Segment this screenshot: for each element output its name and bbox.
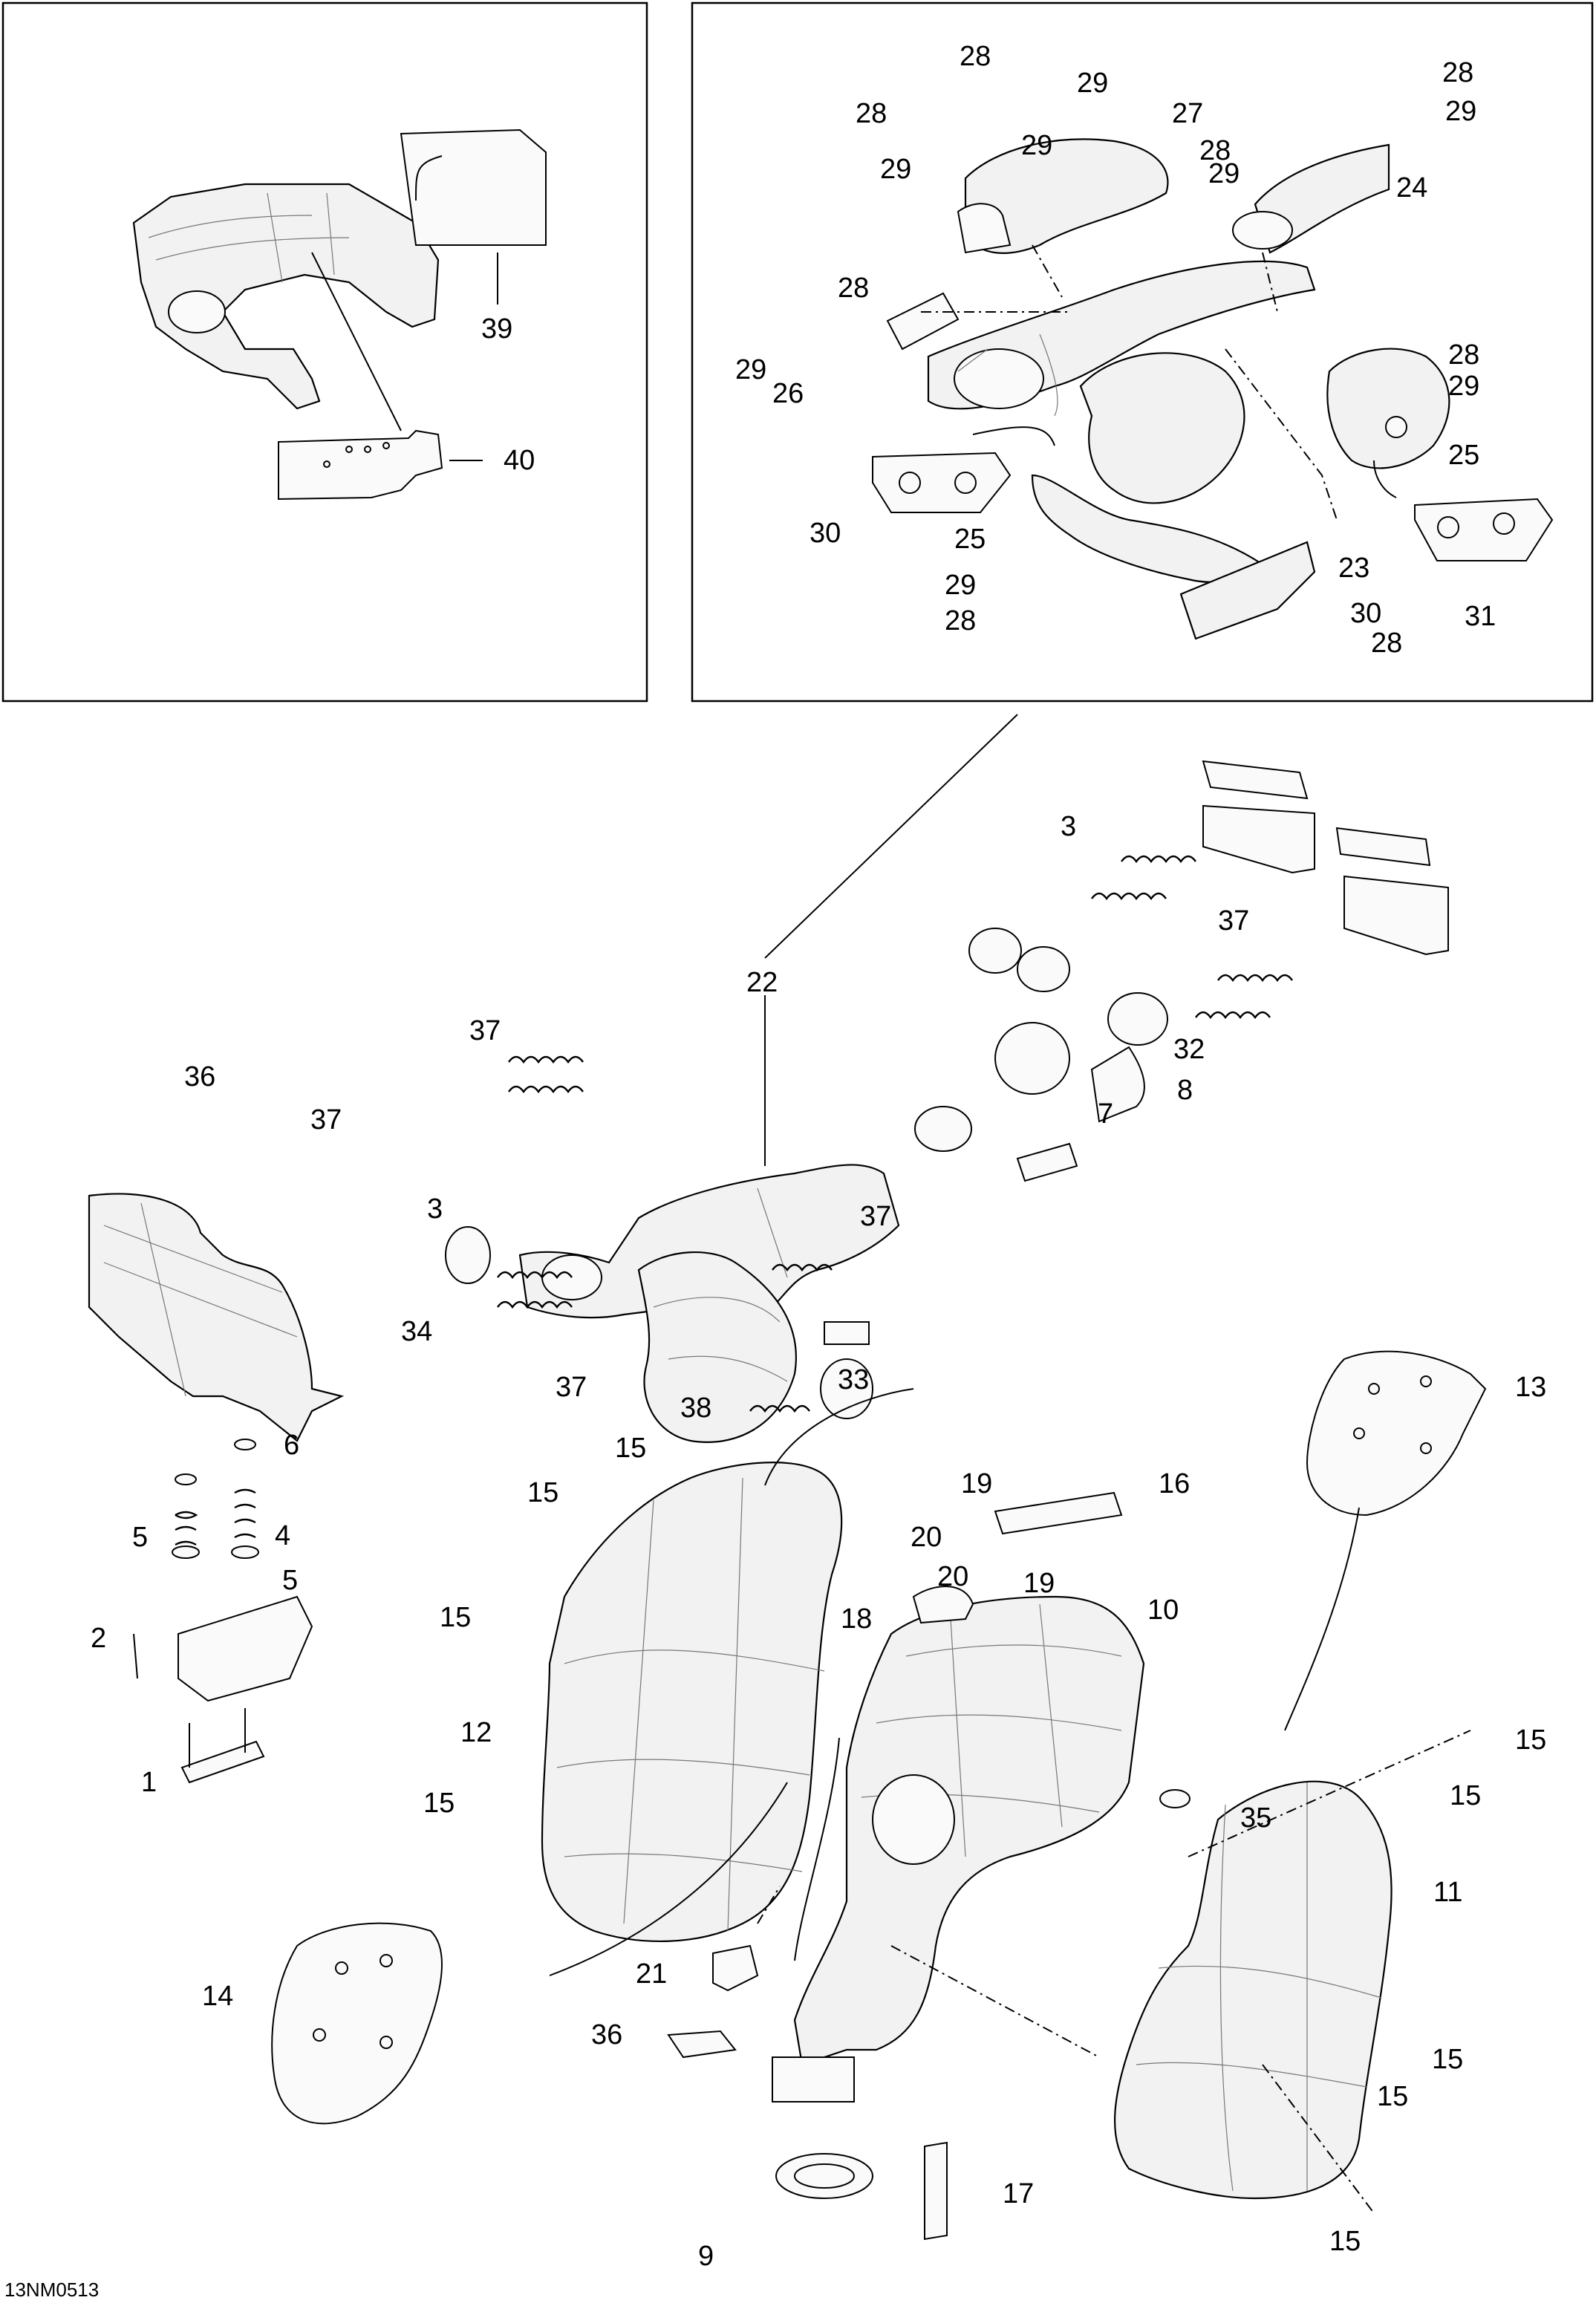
shield-14 — [271, 1922, 443, 2125]
callout-36: 37 — [310, 1104, 342, 1136]
callout-6: 6 — [284, 1430, 299, 1461]
callout-37: 37 — [469, 1015, 501, 1046]
callout-28: 28 — [1448, 339, 1479, 371]
callout-20: 20 — [911, 1522, 942, 1553]
callout-26: 26 — [772, 378, 804, 409]
callout-23: 23 — [1338, 553, 1369, 584]
callout-1: 1 — [141, 1767, 157, 1798]
callout-29: 29 — [735, 354, 766, 385]
callout-17: 17 — [1003, 2178, 1034, 2209]
callout-18: 18 — [841, 1603, 872, 1635]
callout-15: 15 — [1377, 2081, 1408, 2112]
drawing-code: 13NM0513 — [4, 2279, 99, 2301]
callout-31: 32 — [1173, 1034, 1205, 1065]
callout-2: 2 — [91, 1623, 106, 1654]
callout-21: 21 — [636, 1958, 667, 1990]
callout-15: 15 — [423, 1788, 455, 1819]
callout-33: 34 — [401, 1316, 432, 1347]
callout-30: 30 — [810, 518, 841, 549]
callout-28: 28 — [838, 273, 869, 304]
callout-24: 24 — [1396, 172, 1427, 203]
callout-10: 10 — [1147, 1595, 1179, 1626]
heat-shield-33 — [88, 1193, 345, 1442]
callout-37: 37 — [1218, 905, 1249, 937]
callout-5: 5 — [132, 1522, 148, 1553]
misc-small-parts — [667, 946, 1191, 2241]
callout-7: 7 — [1098, 1098, 1113, 1130]
callout-15: 15 — [1432, 2044, 1463, 2075]
callout-29: 30 — [1350, 598, 1381, 629]
callout-15: 15 — [1515, 1724, 1546, 1756]
shim-plates-40 — [1202, 760, 1449, 956]
cover-plate-39 — [278, 429, 443, 501]
callout-38: 39 — [481, 313, 512, 345]
callout-37: 37 — [860, 1201, 891, 1232]
callout-15: 15 — [440, 1602, 471, 1633]
engine-mount-1-6 — [133, 1439, 313, 1784]
callout-36: 36 — [184, 1061, 215, 1092]
callout-28: 28 — [960, 41, 991, 72]
callout-37: 37 — [556, 1372, 587, 1403]
callout-3: 3 — [1061, 811, 1076, 842]
callout-9: 9 — [698, 2241, 714, 2272]
shield-13 — [1306, 1350, 1487, 1517]
callout-20: 20 — [937, 1561, 968, 1592]
callout-29: 29 — [1021, 130, 1052, 161]
callout-labels: 1 2 3 3 4 5 5 6 7 8 9 10 11 12 13 14 15 … — [91, 41, 1546, 2272]
callout-28: 28 — [1442, 57, 1473, 88]
callout-28: 28 — [856, 98, 887, 129]
callout-15: 15 — [1329, 2226, 1361, 2257]
callout-22: 22 — [746, 967, 778, 998]
callout-30: 31 — [1465, 601, 1496, 632]
callout-29: 29 — [880, 154, 911, 185]
callout-29: 29 — [945, 570, 976, 601]
callout-19: 19 — [961, 1468, 992, 1499]
shield-11 — [1114, 1780, 1393, 2200]
muffler-10 — [772, 1595, 1145, 2199]
callout-32: 33 — [838, 1364, 869, 1395]
callout-35: 36 — [591, 2019, 622, 2051]
callout-37: 38 — [680, 1393, 711, 1424]
callout-28: 28 — [1371, 628, 1402, 659]
callout-29: 29 — [1445, 96, 1476, 127]
callout-14: 14 — [202, 1981, 233, 2012]
shield-12 — [541, 1462, 843, 1943]
callout-29: 29 — [1208, 158, 1240, 189]
callout-29: 29 — [1077, 68, 1108, 99]
callout-15: 15 — [527, 1477, 558, 1508]
callout-39: 40 — [504, 445, 535, 476]
callout-27: 27 — [1172, 98, 1203, 129]
callout-15: 15 — [1450, 1780, 1481, 1811]
detail-frame-left — [1, 1, 648, 703]
callout-11: 11 — [1433, 1877, 1462, 1908]
callout-15: 15 — [615, 1433, 646, 1464]
detail-frame-right — [691, 1, 1594, 703]
callout-25: 25 — [954, 524, 986, 555]
callout-12: 12 — [460, 1717, 492, 1748]
callout-19: 19 — [1023, 1568, 1055, 1599]
callout-16: 16 — [1159, 1468, 1190, 1499]
callout-28: 28 — [945, 605, 976, 636]
callout-4: 4 — [275, 1520, 290, 1551]
tuned-pipe-detail — [872, 138, 1554, 640]
tuned-pipe-22 — [445, 928, 1168, 1443]
springs-37 — [497, 855, 1293, 1413]
callout-8: 8 — [1177, 1075, 1193, 1106]
callout-3: 3 — [427, 1193, 443, 1225]
callout-34: 35 — [1240, 1802, 1271, 1834]
callout-13: 13 — [1515, 1372, 1546, 1403]
callout-29: 29 — [1448, 371, 1479, 402]
heat-shield-38 — [132, 128, 547, 410]
callout-5: 5 — [282, 1565, 298, 1596]
callout-25: 25 — [1448, 440, 1479, 471]
callout-28: 28 — [1199, 135, 1231, 166]
